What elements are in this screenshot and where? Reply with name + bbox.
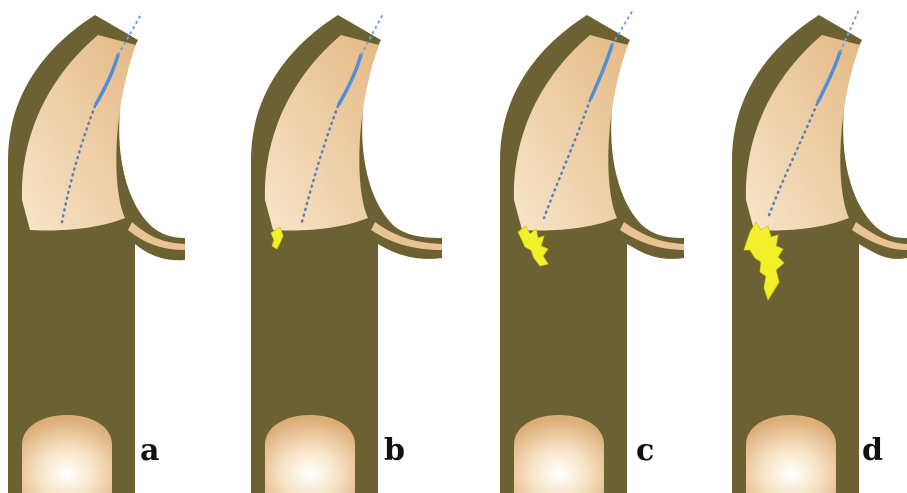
panel-label-b: b (384, 436, 405, 466)
panel-label-c: c (636, 436, 654, 466)
bottom-lumen (265, 415, 355, 493)
panel-a: a (0, 0, 245, 493)
bottom-lumen (746, 415, 836, 493)
panel-c: c (496, 0, 741, 493)
panel-d-drawing (728, 0, 907, 493)
panel-a-drawing (0, 0, 245, 493)
panel-b-drawing (247, 0, 492, 493)
panel-c-drawing (496, 0, 741, 493)
panel-label-a: a (140, 436, 159, 466)
panel-label-d: d (862, 436, 883, 466)
panel-b: b (247, 0, 492, 493)
panel-d: d (728, 0, 907, 493)
bottom-lumen (514, 415, 604, 493)
bottom-lumen (22, 415, 112, 493)
